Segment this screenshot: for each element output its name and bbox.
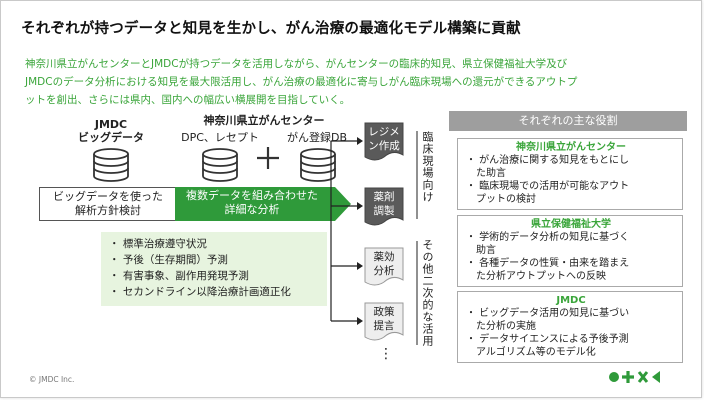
jmdc-label: JMDC ビッグデータ <box>78 118 144 144</box>
database-icon <box>300 148 336 182</box>
database-icon <box>93 148 129 182</box>
list-item: ・ 予後（生存期間）予測 <box>109 254 228 266</box>
role-title: 神奈川県立がんセンター <box>516 142 626 153</box>
list-item: ・ 標準治療遵守状況 <box>109 238 207 250</box>
output-efficacy: 薬効 分析 <box>373 251 395 277</box>
bracket-line <box>416 241 418 345</box>
role-title: JMDC <box>556 295 586 306</box>
intro-line: 神奈川県立がんセンターとJMDCが持つデータを活用しながら、がんセンターの臨床的… <box>25 58 568 70</box>
output-regimen: レジメ ン作成 <box>368 126 400 152</box>
role-title: 県立保健福祉大学 <box>531 219 611 230</box>
analysis-list: ・ 標準治療遵守状況 ・ 予後（生存期間）予測 ・ 有害事象、副作用発現予測 ・… <box>101 232 327 306</box>
document-icon <box>364 187 404 226</box>
intro-text: 神奈川県立がんセンターとJMDCが持つデータを活用しながら、がんセンターの臨床的… <box>25 55 685 109</box>
role-box-cancer-center: 神奈川県立がんセンター ・ がん治療に関する知見をもとにし た助言 ・ 臨床現場… <box>457 138 683 210</box>
database-icon <box>202 148 238 182</box>
role-box-jmdc: JMDC ・ ビッグデータ活用の知見に基づい た分析の実施 ・ データサイエンス… <box>457 291 683 363</box>
output-policy: 政策 提言 <box>373 306 395 332</box>
combine-arrow <box>175 187 351 221</box>
role-box-university: 県立保健福祉大学 ・ 学術的データ分析の知見に基づく 助言 ・ 各種データの性質… <box>457 215 683 287</box>
intro-line: ットを創出、さらには県内、国内への幅広い横展開を目指していく。 <box>25 94 351 106</box>
intro-line: JMDCのデータ分析における知見を最大限活用し、がん治療の最適化に寄与しがん臨床… <box>25 76 578 88</box>
list-item: ・ 有害事象、副作用発現予測 <box>109 270 249 282</box>
clinical-label: 臨床現場向け <box>421 131 434 203</box>
bracket-line <box>416 131 418 219</box>
roles-header: それぞれの主な役割 <box>449 111 687 131</box>
more-ellipsis: ⋮ <box>379 346 393 362</box>
slide-title: それぞれが持つデータと知見を生かし、がん治療の最適化モデル構築に貢献 <box>21 21 521 37</box>
document-icon <box>364 247 404 286</box>
combine-arrow-label: 複数データを組み合わせた 詳細な分析 <box>186 189 318 216</box>
connector-lines <box>330 137 363 325</box>
analysis-policy-box: ビッグデータを使った 解析方針検討 <box>39 187 177 221</box>
plus-icon <box>257 147 279 169</box>
output-drug-prep: 薬剤 調製 <box>373 191 395 217</box>
secondary-use-label: その他二次的な活用 <box>421 239 434 347</box>
document-icon <box>364 302 404 341</box>
brand-logo-icon <box>609 371 660 383</box>
list-item: ・ セカンドライン以降治療計画適正化 <box>109 286 291 298</box>
copyright: © JMDC Inc. <box>29 375 75 384</box>
center-name: 神奈川県立がんセンター <box>203 114 325 127</box>
document-icon <box>364 122 404 161</box>
db-label-dpc: DPC、レセプト <box>181 131 259 144</box>
